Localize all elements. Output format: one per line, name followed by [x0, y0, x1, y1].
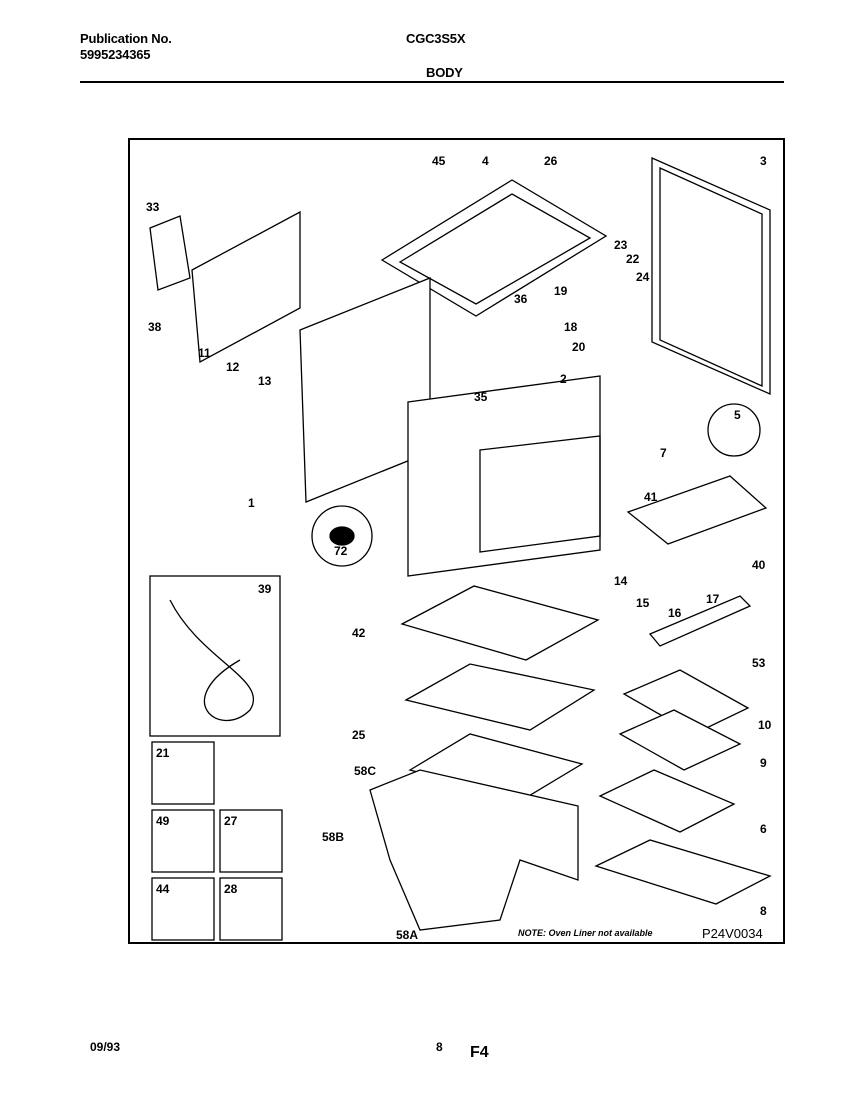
exploded-parts-drawing	[149, 157, 772, 941]
callout-15: 15	[636, 596, 650, 610]
power-cord-box	[149, 575, 281, 737]
callout-24: 24	[636, 270, 650, 284]
part-53-rail	[648, 595, 752, 647]
parts-diagram-frame: 45 4 26 3 33 23 22 24 19 36 18 20 38 11 …	[128, 138, 785, 944]
part-42-tray	[400, 585, 600, 661]
callout-14: 14	[614, 574, 628, 588]
callout-25: 25	[352, 728, 366, 742]
part-9-pan	[618, 709, 742, 771]
callout-6: 6	[760, 822, 767, 836]
callout-40: 40	[752, 558, 766, 572]
callout-72: 72	[334, 544, 348, 558]
part-top-frame	[380, 179, 608, 317]
part-back-panel	[651, 157, 771, 395]
callout-33: 33	[146, 200, 160, 214]
callout-4: 4	[482, 154, 489, 168]
footer-code: F4	[470, 1044, 489, 1061]
part-58-base	[369, 769, 579, 931]
callout-38: 38	[148, 320, 162, 334]
model-number: CGC3S5X	[406, 31, 466, 46]
callout-42: 42	[352, 626, 366, 640]
footer-page: 8	[436, 1040, 443, 1054]
callout-16: 16	[668, 606, 682, 620]
callout-2: 2	[560, 372, 567, 386]
callout-7: 7	[660, 446, 667, 460]
part-box-44	[151, 877, 215, 941]
publication-label: Publication No.	[80, 31, 172, 46]
callout-20: 20	[572, 340, 586, 354]
callout-8: 8	[760, 904, 767, 918]
callout-27: 27	[224, 814, 238, 828]
footer-date: 09/93	[90, 1040, 121, 1054]
callout-36: 36	[514, 292, 528, 306]
callout-28: 28	[224, 882, 238, 896]
callout-12: 12	[226, 360, 240, 374]
part-box-27	[219, 809, 283, 873]
callout-58c: 58C	[354, 764, 377, 778]
callout-23: 23	[614, 238, 628, 252]
section-title: BODY	[426, 65, 463, 80]
callout-1: 1	[248, 496, 255, 510]
drawing-id: P24V0034	[702, 926, 763, 941]
callout-45: 45	[432, 154, 446, 168]
callout-21: 21	[156, 746, 170, 760]
part-40-tray	[626, 475, 768, 545]
callout-22: 22	[626, 252, 640, 266]
oven-liner-note: NOTE: Oven Liner not available	[518, 928, 653, 938]
publication-number: 5995234365	[80, 47, 151, 62]
part-6-rack	[598, 769, 736, 833]
callout-58b: 58B	[322, 830, 345, 844]
callout-9: 9	[760, 756, 767, 770]
part-8-frame	[594, 839, 772, 905]
callout-53: 53	[752, 656, 766, 670]
callout-17: 17	[706, 592, 720, 606]
part-box-28	[219, 877, 283, 941]
callout-18: 18	[564, 320, 578, 334]
header-rule	[80, 81, 784, 83]
callout-49: 49	[156, 814, 170, 828]
callout-44: 44	[156, 882, 170, 896]
callout-41: 41	[644, 490, 658, 504]
part-oven-body	[407, 375, 601, 577]
callout-35: 35	[474, 390, 488, 404]
callout-58a: 58A	[396, 928, 419, 942]
part-box-49	[151, 809, 215, 873]
part-25-tray	[404, 663, 596, 731]
callout-19: 19	[554, 284, 568, 298]
callout-3: 3	[760, 154, 767, 168]
callout-13: 13	[258, 374, 272, 388]
part-box-21	[151, 741, 215, 805]
callout-26: 26	[544, 154, 558, 168]
callout-11: 11	[198, 346, 211, 360]
callout-39: 39	[258, 582, 272, 596]
callout-10: 10	[758, 718, 772, 732]
callout-5: 5	[734, 408, 741, 422]
